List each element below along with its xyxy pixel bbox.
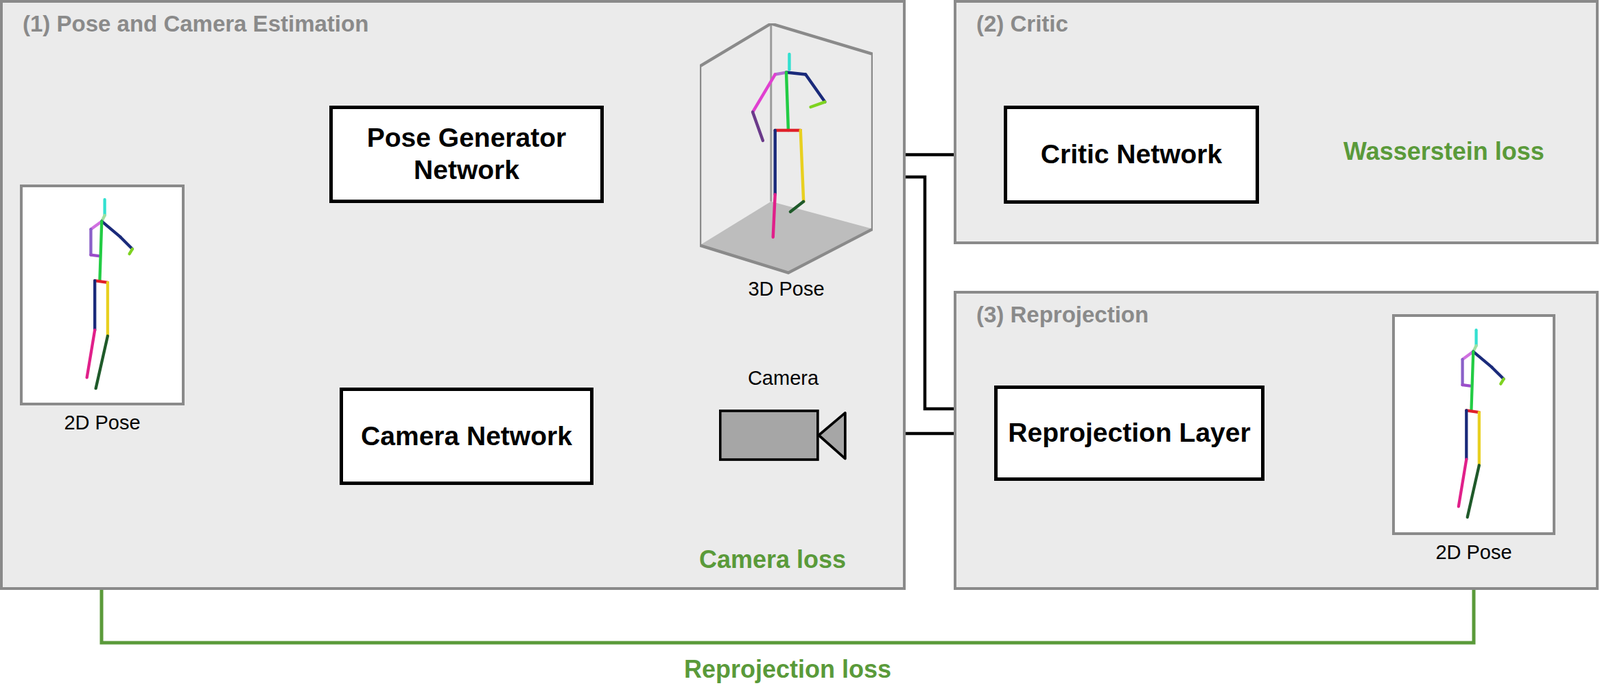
process-box: Reprojection Layer — [994, 385, 1265, 481]
stick-figure-2d — [22, 187, 182, 403]
panel-heading: (1) Pose and Camera Estimation — [22, 10, 369, 38]
pose-3d-figure: 3D Pose — [699, 23, 873, 302]
box-label: Pose Generator Network — [332, 122, 601, 187]
camera-icon: Camera — [716, 366, 851, 466]
image-frame — [1392, 314, 1556, 536]
box-label: Reprojection Layer — [1007, 417, 1251, 450]
stick-figure-2d — [1394, 316, 1553, 533]
panel-heading: (2) Critic — [976, 10, 1069, 38]
loss-label: Camera loss — [699, 546, 846, 574]
box-label: Critic Network — [1040, 138, 1222, 171]
process-box: Pose Generator Network — [329, 105, 604, 204]
pose-image: 2D Pose — [1392, 314, 1556, 570]
loss-label: Wasserstein loss — [1343, 137, 1545, 166]
process-box: Critic Network — [1003, 105, 1260, 204]
edge-label: Reprojection loss — [684, 655, 892, 684]
process-box: Camera Network — [339, 387, 594, 486]
panel-heading: (3) Reprojection — [976, 301, 1149, 328]
stick-figure-3d — [699, 23, 873, 276]
image-caption: 2D Pose — [19, 410, 185, 435]
group-panel: (2) CriticCritic Network — [953, 0, 1599, 245]
figure-caption: 3D Pose — [699, 277, 873, 302]
box-label: Camera Network — [360, 420, 573, 453]
image-caption: 2D Pose — [1392, 540, 1556, 565]
group-panel: (3) ReprojectionReprojection Layer 2D Pos… — [953, 290, 1599, 591]
camera-symbol — [719, 408, 848, 462]
image-frame — [19, 184, 185, 406]
group-panel: (1) Pose and Camera Estimation 2D Pose Pos… — [0, 0, 906, 591]
icon-caption: Camera — [716, 366, 851, 391]
pose-image: 2D Pose — [19, 184, 185, 442]
